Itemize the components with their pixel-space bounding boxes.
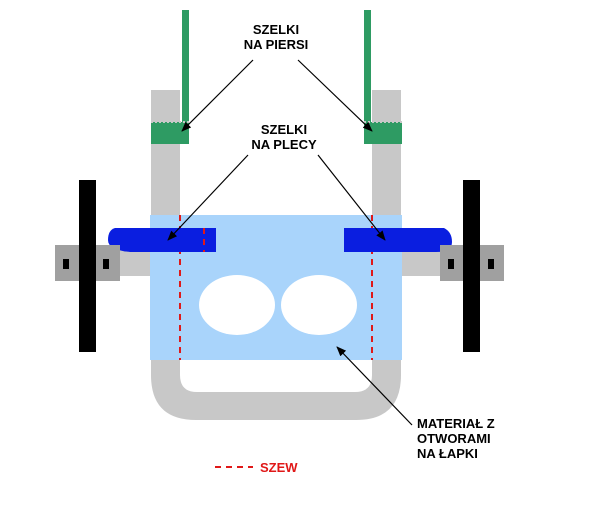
arrow-material	[336, 346, 413, 426]
wheel-left	[79, 180, 96, 352]
label-chest-straps: SZELKI NA PIERSI	[228, 22, 324, 52]
wheels	[55, 180, 504, 352]
pointer-arrows	[167, 59, 413, 426]
chest-strap-right-wrap	[364, 122, 402, 144]
chest-strap-left-band	[182, 10, 189, 122]
label-back-straps: SZELKI NA PLECY	[236, 122, 332, 152]
chest-strap-right-band	[364, 10, 371, 122]
wheel-right	[463, 180, 480, 352]
frame-bottom-bend	[151, 355, 401, 420]
label-material-line3: NA ŁAPKI	[417, 446, 478, 461]
label-material: MATERIAŁ Z OTWORAMI NA ŁAPKI	[417, 416, 537, 461]
label-material-line1: MATERIAŁ Z	[417, 416, 495, 431]
label-chest-straps-line2: NA PIERSI	[243, 37, 309, 52]
back-strap-left	[108, 228, 216, 252]
arrow-back-right	[317, 154, 386, 241]
label-back-straps-line1: SZELKI	[260, 122, 308, 137]
label-back-straps-line2: NA PLECY	[251, 137, 317, 152]
arrow-chest-right	[297, 59, 373, 132]
hub-left-bolt-outer	[63, 259, 69, 269]
chest-strap-left-wrap	[151, 122, 189, 144]
paw-hole-right	[281, 275, 357, 335]
axle-right	[400, 250, 442, 276]
back-straps	[108, 228, 452, 252]
hub-left-bolt-inner	[103, 259, 109, 269]
back-strap-right	[344, 228, 452, 252]
hub-right-bolt-outer	[488, 259, 494, 269]
legend-seam-label: SZEW	[260, 460, 298, 475]
arrow-back-left	[167, 154, 249, 241]
hub-right-bolt-inner	[448, 259, 454, 269]
arrow-chest-left	[181, 59, 254, 132]
label-material-line2: OTWORAMI	[417, 431, 491, 446]
paw-hole-left	[199, 275, 275, 335]
chest-straps	[151, 10, 402, 144]
label-chest-straps-line1: SZELKI	[252, 22, 300, 37]
